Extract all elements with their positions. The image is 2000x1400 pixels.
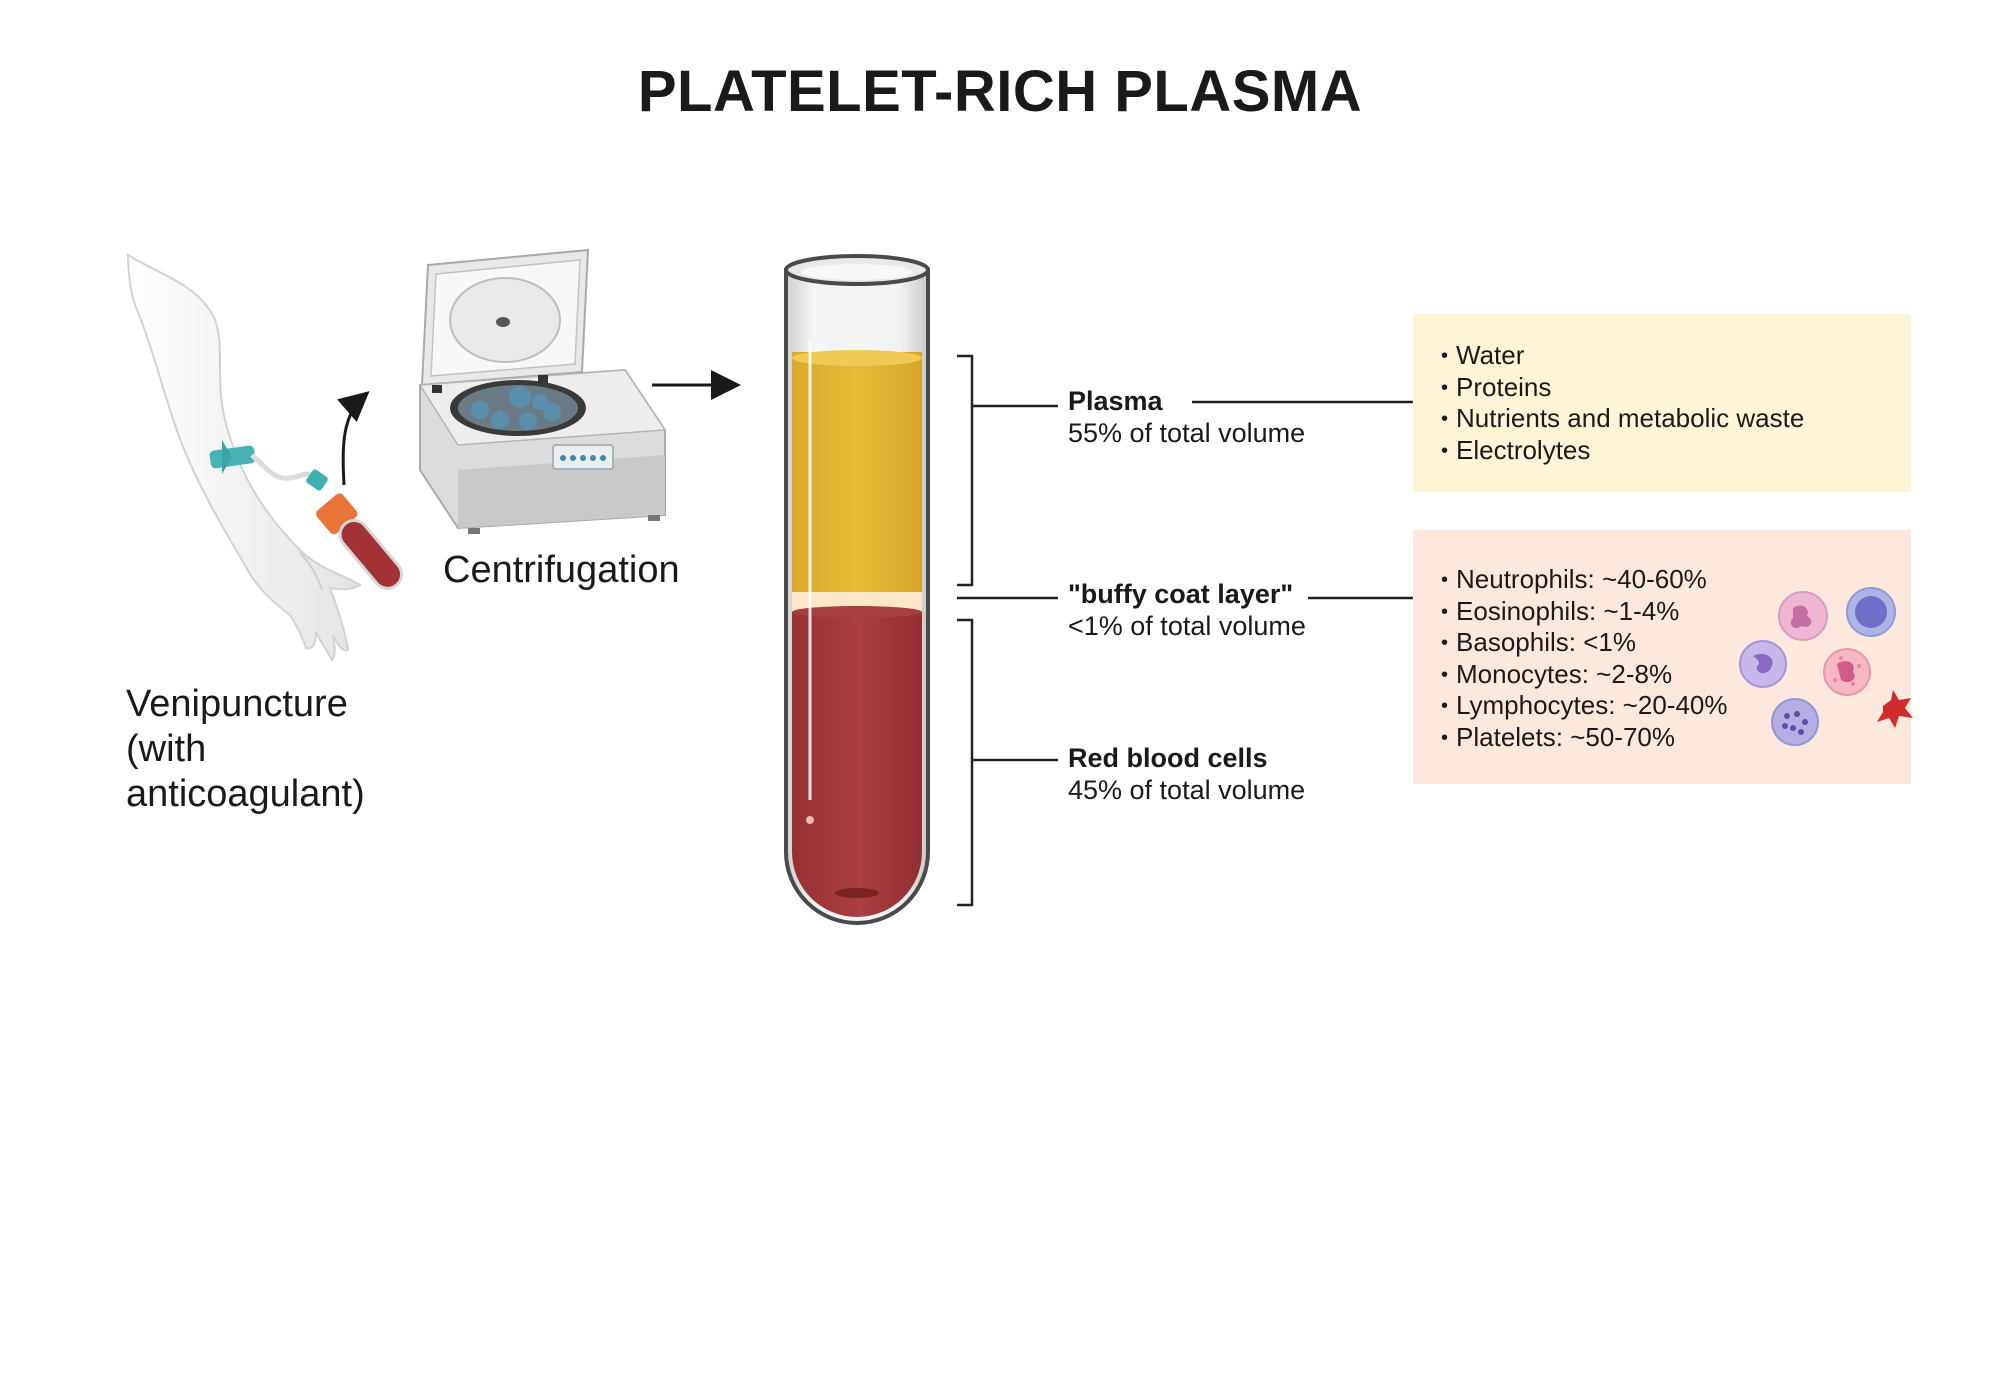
plasma-label-title: Plasma bbox=[1068, 386, 1163, 416]
plasma-composition-box: Water Proteins Nutrients and metabolic w… bbox=[1413, 314, 1911, 492]
centrifuge-icon bbox=[418, 248, 667, 534]
blood-cells-illustration bbox=[1739, 587, 1913, 746]
rbc-label-volume: 45% of total volume bbox=[1068, 775, 1306, 805]
centrifugation-caption: Centrifugation bbox=[443, 549, 680, 591]
list-item: Basophils: <1% bbox=[1441, 627, 1883, 659]
arm-venipuncture-icon bbox=[126, 253, 404, 662]
list-item: Lymphocytes: ~20-40% bbox=[1441, 690, 1883, 722]
eosinophil-icon bbox=[1823, 648, 1871, 696]
venipuncture-caption-line: (with bbox=[126, 728, 207, 770]
rbc-label: Red blood cells 45% of total volume bbox=[1068, 742, 1305, 806]
list-item: Water bbox=[1441, 340, 1883, 372]
list-item: Eosinophils: ~1-4% bbox=[1441, 596, 1883, 628]
venipuncture-caption-line: anticoagulant) bbox=[126, 773, 365, 815]
neutrophil-icon bbox=[1778, 591, 1828, 641]
buffy-coat-label-volume: <1% of total volume bbox=[1068, 611, 1306, 641]
plasma-layer bbox=[792, 352, 922, 592]
rbc-bracket bbox=[957, 618, 974, 907]
platelet-icon bbox=[1877, 690, 1913, 728]
test-tube-icon bbox=[784, 254, 930, 925]
rbc-label-title: Red blood cells bbox=[1068, 743, 1268, 773]
lymphocyte-icon bbox=[1846, 587, 1896, 637]
red-blood-cell-layer bbox=[792, 612, 922, 917]
list-item: Neutrophils: ~40-60% bbox=[1441, 564, 1883, 596]
buffy-coat-label-title: "buffy coat layer" bbox=[1068, 579, 1294, 609]
diagram-title: PLATELET-RICH PLASMA bbox=[637, 59, 1363, 124]
monocyte-icon bbox=[1739, 640, 1787, 688]
list-item: Electrolytes bbox=[1441, 435, 1883, 467]
venipuncture-caption-line: Venipuncture bbox=[126, 683, 348, 725]
plasma-label: Plasma 55% of total volume bbox=[1068, 385, 1305, 449]
plasma-label-volume: 55% of total volume bbox=[1068, 418, 1306, 448]
venipuncture-caption: Venipuncture (with anticoagulant) bbox=[126, 682, 365, 817]
plasma-bracket bbox=[957, 354, 974, 587]
list-item: Proteins bbox=[1441, 372, 1883, 404]
list-item: Nutrients and metabolic waste bbox=[1441, 403, 1883, 435]
list-item: Monocytes: ~2-8% bbox=[1441, 659, 1883, 691]
basophil-icon bbox=[1771, 698, 1819, 746]
arrow-icon bbox=[337, 391, 370, 486]
buffy-coat-composition-box: Neutrophils: ~40-60% Eosinophils: ~1-4% … bbox=[1413, 530, 1911, 784]
buffy-coat-label: "buffy coat layer" <1% of total volume bbox=[1068, 578, 1306, 642]
list-item: Platelets: ~50-70% bbox=[1441, 722, 1883, 754]
